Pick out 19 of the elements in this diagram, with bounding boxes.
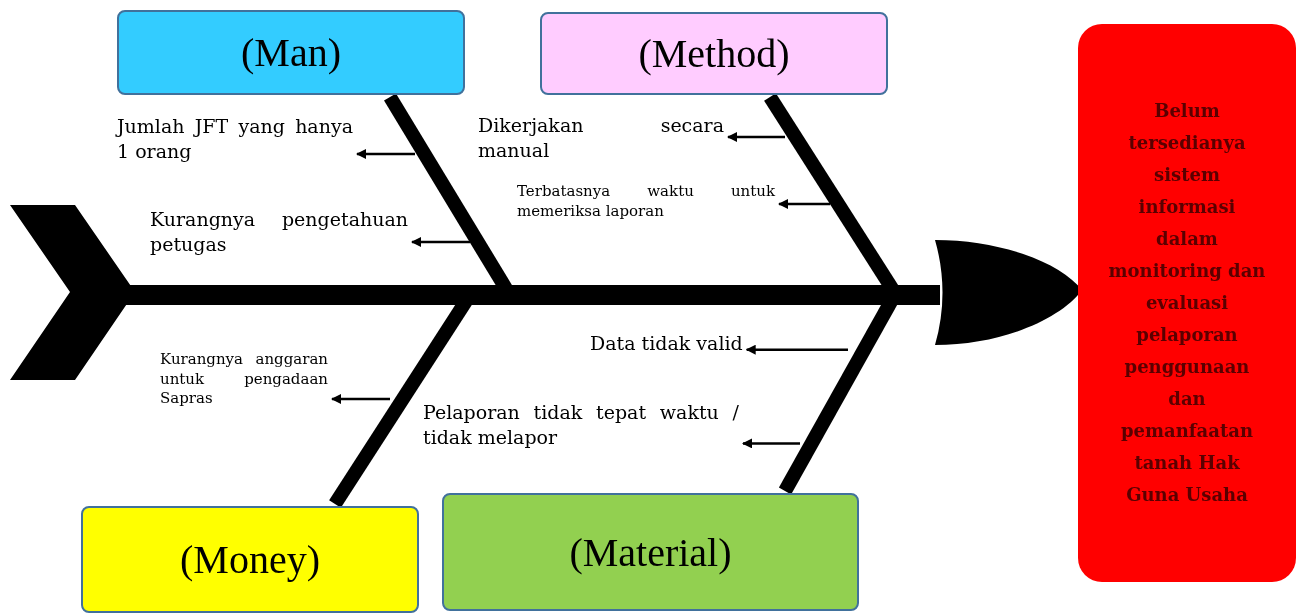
- arrow: [745, 344, 848, 355]
- category-box: (Man): [117, 10, 465, 95]
- cause-text: Kurangnya pengetahuan petugas: [150, 207, 408, 257]
- arrow: [356, 149, 415, 159]
- arrow: [778, 199, 830, 209]
- cause-text: Data tidak valid: [590, 331, 743, 356]
- cause-text: Dikerjakan secara manual: [478, 113, 724, 163]
- cause-text: Pelaporan tidak tepat waktu / tidak melapor: [423, 400, 739, 450]
- cause-text: Jumlah JFT yang hanya 1 orang: [117, 114, 353, 164]
- category-box: (Material): [442, 493, 859, 611]
- arrow: [331, 394, 390, 404]
- cause-text: Kurangnya anggaran untuk pengadaan Sapras: [160, 350, 328, 409]
- effect-box: Belum tersedianya sistem informasi dalam monitoring dan evaluasi pelaporan penggunaan dan pemanfaatan tanah Hak Guna Usaha: [1078, 24, 1296, 582]
- arrow: [742, 438, 800, 449]
- arrow: [411, 237, 470, 247]
- cause-text: Terbatasnya waktu untuk memeriksa laporan: [517, 182, 775, 221]
- arrow: [727, 132, 785, 142]
- category-box: (Money): [81, 506, 419, 613]
- category-box: (Method): [540, 12, 888, 95]
